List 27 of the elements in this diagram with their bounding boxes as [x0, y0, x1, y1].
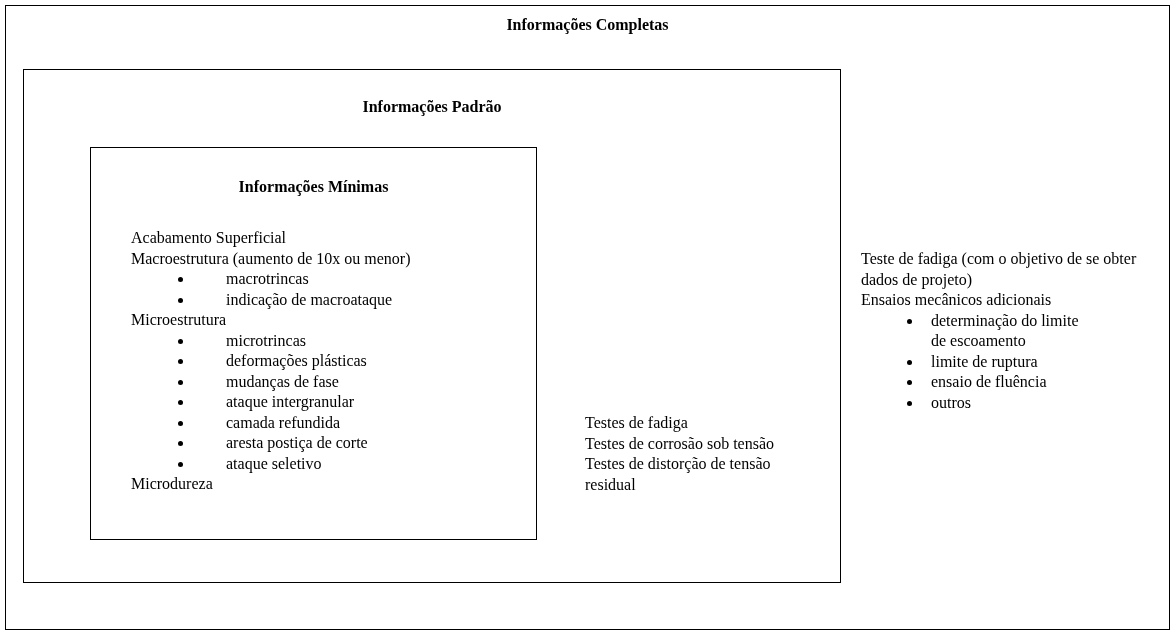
list-item: mudanças de fase	[226, 371, 340, 392]
text-line: Acabamento Superficial	[131, 228, 287, 249]
text-line: Ensaios mecânicos adicionais	[861, 290, 1052, 310]
list-item: camada refundida	[226, 412, 342, 433]
text-line: Macroestrutura (aumento de 10x ou menor)	[131, 248, 411, 269]
list-item: macrotrincas	[226, 269, 310, 289]
list-item: aresta postiça de corte	[226, 433, 369, 454]
text-line: Testes de fadiga	[585, 413, 688, 434]
list-item: deformações plásticas	[226, 351, 368, 372]
list-item: ensaio de fluência	[931, 372, 1048, 392]
list-item: limite de ruptura	[931, 351, 1039, 372]
box-title: Informações Mínimas	[238, 178, 389, 196]
group-box	[5, 5, 1170, 630]
group-box	[90, 147, 537, 540]
list-item: ataque intergranular	[226, 392, 356, 413]
list-item: ataque seletivo	[226, 453, 323, 474]
text-line: Testes de distorção de tensão residual	[585, 454, 772, 495]
list-item: outros	[931, 392, 972, 413]
text-line: Microestrutura	[131, 310, 227, 330]
list-item: microtrincas	[226, 330, 307, 351]
list-item: indicação de macroataque	[226, 289, 394, 310]
text-line: Microdureza	[131, 474, 213, 494]
group-box	[23, 69, 841, 583]
box-title: Informações Padrão	[362, 98, 502, 116]
box-title: Informações Completas	[506, 16, 669, 34]
text-line: Testes de corrosão sob tensão	[585, 433, 775, 454]
text-line: Teste de fadiga (com o objetivo de se obter dados de projeto)	[861, 249, 1138, 290]
